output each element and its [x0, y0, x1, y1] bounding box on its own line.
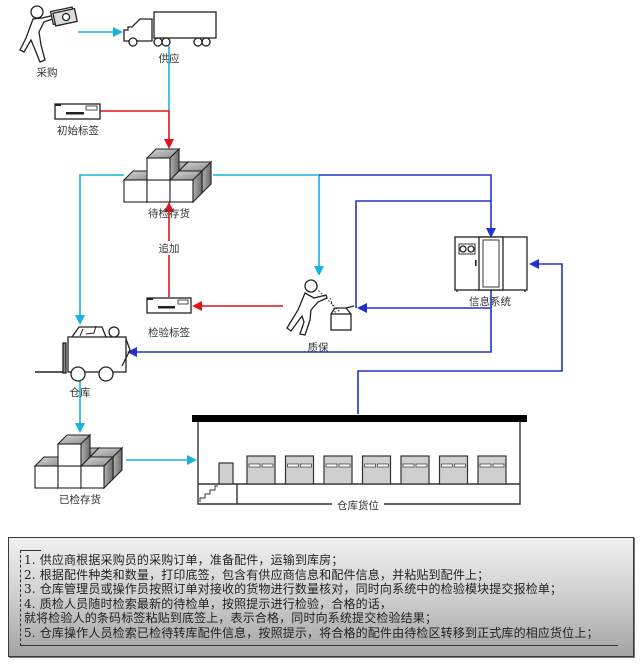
arrow-location-to-info [357, 259, 563, 414]
info-system-label: 信息系统 [469, 295, 511, 308]
dock-door [438, 455, 469, 485]
material-flow-lines [75, 27, 324, 465]
checked-stock-label: 已检存货 [59, 493, 101, 506]
note-line: 5. 仓库操作人员检索已检待转库配件信息，按照提示，将合格的配件由待检区转移到正… [24, 625, 599, 640]
label-flow-lines [100, 110, 283, 311]
truck-icon [123, 11, 217, 47]
note-line: 2. 根据配件种类和数量，打印底签，包含有供应商信息和配件信息，并粘贴到配件上； [24, 567, 490, 582]
note-line: 4. 质检人员随时检索最新的待检单，按照提示进行检验，合格的话， [24, 596, 393, 611]
dock-door [400, 455, 430, 485]
arrow-initial-label-to-pending [100, 110, 174, 149]
quality-inspector-icon [286, 279, 355, 336]
append-label: 追加 [159, 242, 180, 255]
purchase-label: 采购 [37, 66, 58, 79]
supply-label: 供应 [159, 52, 180, 65]
pending-stock-label: 待检存货 [148, 207, 190, 220]
stock-cube [145, 147, 181, 182]
purchaser-icon [19, 5, 78, 63]
arrow-to-info-system-top [319, 174, 496, 238]
dock-door [361, 455, 392, 485]
info-system-icon [454, 236, 528, 292]
forklift-icon [35, 325, 131, 382]
arrow-pending-to-qa [213, 174, 324, 276]
process-notes-box: 1. 供应商根据采购员的采购订单，准备配件，运输到库房； 2. 根据配件种类和数… [8, 537, 634, 657]
process-diagram: 采购 供应 初始标签 待检存货 追加 检验标签 质保 [19, 5, 563, 512]
stairs-icon [199, 485, 218, 502]
note-line: 3. 仓库管理员或操作员按照订单对接收的货物进行数量核对，同时向系统中的检验模块… [24, 582, 563, 596]
warehouse-building [192, 415, 527, 505]
note-line: 就将检验人的条码标签粘贴到底签上，表示合格，同时向系统提交检验结果； [24, 611, 438, 625]
line-info-loop [355, 200, 491, 308]
pending-stock-icon [122, 147, 213, 204]
entry-door [218, 462, 234, 485]
quality-assurance-label: 质保 [308, 341, 329, 354]
dock-door [323, 455, 353, 485]
dock-door [246, 455, 276, 485]
stock-cube [168, 169, 204, 204]
initial-label-icon [54, 103, 101, 120]
checked-stock-icon [33, 433, 124, 490]
warehouse-location-label: 仓库货位 [337, 499, 379, 512]
note-line: 1. 供应商根据采购员的采购订单，准备配件，运输到库房； [24, 553, 344, 567]
warehouse-label: 仓库 [70, 386, 91, 399]
notes-text: 1. 供应商根据采购员的采购订单，准备配件，运输到库房； 2. 根据配件种类和数… [24, 553, 619, 640]
stock-cube [56, 433, 92, 468]
dock-doors [246, 455, 507, 485]
dock-door [284, 455, 315, 485]
arrow-pending-to-warehouse [75, 174, 124, 325]
initial-label-text: 初始标签 [57, 124, 99, 137]
warehouse-roof [192, 415, 527, 422]
inspection-label-icon [146, 297, 192, 314]
arrow-info-to-warehouse [127, 290, 492, 357]
info-flow-lines [127, 174, 563, 414]
inspection-label-text: 检验标签 [148, 326, 190, 339]
notes-frame: 1. 供应商根据采购员的采购订单，准备配件，运输到库房； 2. 根据配件种类和数… [20, 550, 619, 646]
dock-door [477, 455, 507, 485]
